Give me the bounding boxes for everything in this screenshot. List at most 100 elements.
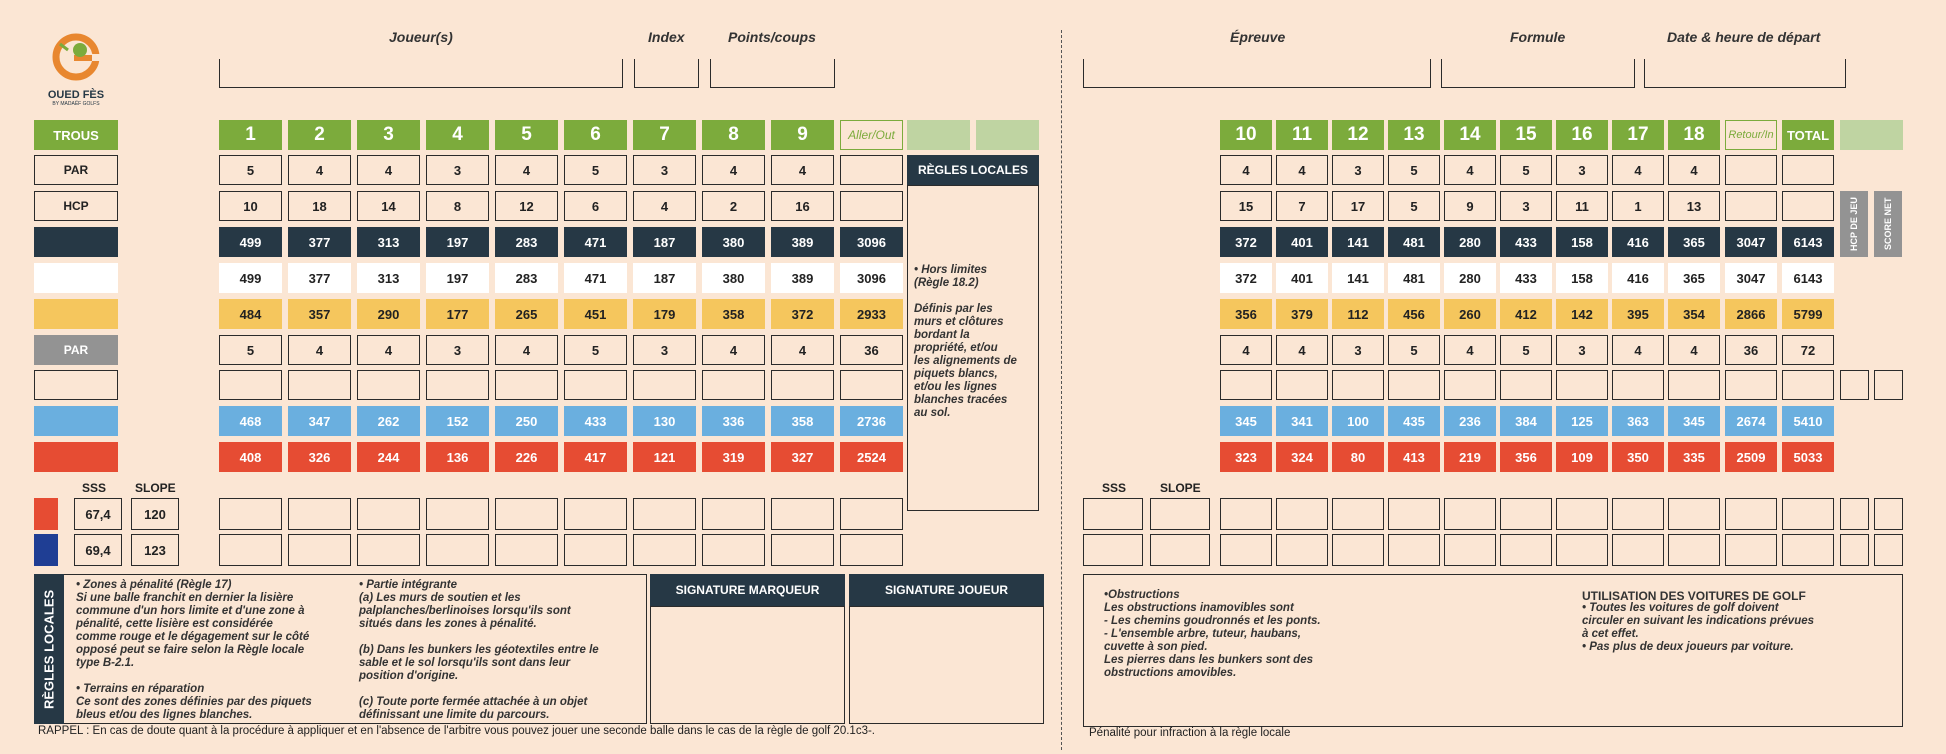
back-hcp-in[interactable]	[1725, 191, 1777, 221]
front-score-b-3[interactable]	[357, 534, 420, 566]
back-score-a-11[interactable]	[1782, 498, 1834, 530]
hcp-game-field[interactable]	[1840, 370, 1869, 400]
front-score-b-1[interactable]	[219, 534, 282, 566]
extra-score-a-2[interactable]	[1874, 498, 1903, 530]
net-score-field[interactable]	[1874, 370, 1903, 400]
front-score-a-4[interactable]	[426, 498, 489, 530]
back-score-a-8[interactable]	[1612, 498, 1664, 530]
front-blank-1[interactable]	[219, 370, 282, 400]
front-score-b-7[interactable]	[633, 534, 696, 566]
back-score-b-1[interactable]	[1220, 534, 1272, 566]
back-score-b-3[interactable]	[1332, 534, 1384, 566]
extra-score-b-2[interactable]	[1874, 534, 1903, 566]
front-hcp-out[interactable]	[840, 191, 903, 221]
back-blank-1[interactable]	[1220, 370, 1272, 400]
front-score-b-4[interactable]	[426, 534, 489, 566]
front-score-a-7[interactable]	[633, 498, 696, 530]
front-score-a-10[interactable]	[840, 498, 903, 530]
front-blank-10[interactable]	[840, 370, 903, 400]
slope-right-field-1[interactable]	[1150, 498, 1210, 530]
back-par-in[interactable]	[1725, 155, 1777, 185]
back-score-b-11[interactable]	[1782, 534, 1834, 566]
index-field[interactable]	[634, 59, 699, 88]
back-score-b-9[interactable]	[1668, 534, 1720, 566]
front-par2-9: 4	[771, 335, 834, 365]
front-blank-3[interactable]	[357, 370, 420, 400]
back-score-b-7[interactable]	[1556, 534, 1608, 566]
row-blank-label[interactable]	[34, 370, 118, 400]
back-score-a-6[interactable]	[1500, 498, 1552, 530]
back-blank-7[interactable]	[1556, 370, 1608, 400]
back-blank-5[interactable]	[1444, 370, 1496, 400]
back-score-a-9[interactable]	[1668, 498, 1720, 530]
back-score-b-6[interactable]	[1500, 534, 1552, 566]
hole-1-header: 1	[219, 120, 282, 150]
signature-marker-field[interactable]	[650, 606, 845, 724]
back-score-b-8[interactable]	[1612, 534, 1664, 566]
extra-score-b-1[interactable]	[1840, 534, 1869, 566]
back-red-14: 219	[1444, 442, 1496, 472]
hole-11-header: 11	[1276, 120, 1328, 150]
back-score-b-5[interactable]	[1444, 534, 1496, 566]
back-blank-9[interactable]	[1668, 370, 1720, 400]
back-score-a-1[interactable]	[1220, 498, 1272, 530]
back-blank-11[interactable]	[1782, 370, 1834, 400]
front-blank-8[interactable]	[702, 370, 765, 400]
back-blank-10[interactable]	[1725, 370, 1777, 400]
sss-right-field-2[interactable]	[1083, 534, 1143, 566]
back-score-a-10[interactable]	[1725, 498, 1777, 530]
back-par2-11: 4	[1276, 335, 1328, 365]
back-red-18: 335	[1668, 442, 1720, 472]
front-score-a-6[interactable]	[564, 498, 627, 530]
back-score-b-4[interactable]	[1388, 534, 1440, 566]
extra-score-a-1[interactable]	[1840, 498, 1869, 530]
back-hcp-total[interactable]	[1782, 191, 1834, 221]
front-red-out: 2524	[840, 442, 903, 472]
players-field[interactable]	[219, 59, 623, 88]
back-blank-3[interactable]	[1332, 370, 1384, 400]
points-field[interactable]	[710, 59, 835, 88]
front-blank-9[interactable]	[771, 370, 834, 400]
front-blank-4[interactable]	[426, 370, 489, 400]
front-score-b-9[interactable]	[771, 534, 834, 566]
front-score-b-8[interactable]	[702, 534, 765, 566]
hole-10-header: 10	[1220, 120, 1272, 150]
back-blank-6[interactable]	[1500, 370, 1552, 400]
back-score-a-4[interactable]	[1388, 498, 1440, 530]
slope-right-field-2[interactable]	[1150, 534, 1210, 566]
front-blank-2[interactable]	[288, 370, 351, 400]
back-blank-4[interactable]	[1388, 370, 1440, 400]
sss-right-field-1[interactable]	[1083, 498, 1143, 530]
formula-field[interactable]	[1441, 59, 1635, 88]
event-field[interactable]	[1083, 59, 1431, 88]
front-score-a-3[interactable]	[357, 498, 420, 530]
front-par-out[interactable]	[840, 155, 903, 185]
front-score-b-6[interactable]	[564, 534, 627, 566]
front-score-a-2[interactable]	[288, 498, 351, 530]
signature-player-title: SIGNATURE JOUEUR	[849, 574, 1044, 606]
back-score-a-3[interactable]	[1332, 498, 1384, 530]
date-field[interactable]	[1644, 59, 1846, 88]
back-red-10: 323	[1220, 442, 1272, 472]
front-score-a-8[interactable]	[702, 498, 765, 530]
front-score-a-9[interactable]	[771, 498, 834, 530]
front-blank-6[interactable]	[564, 370, 627, 400]
back-par-total[interactable]	[1782, 155, 1834, 185]
back-score-b-10[interactable]	[1725, 534, 1777, 566]
front-score-b-5[interactable]	[495, 534, 558, 566]
front-score-b-10[interactable]	[840, 534, 903, 566]
back-score-a-7[interactable]	[1556, 498, 1608, 530]
back-blank-8[interactable]	[1612, 370, 1664, 400]
back-score-a-5[interactable]	[1444, 498, 1496, 530]
back-blank-2[interactable]	[1276, 370, 1328, 400]
local-rules-text: • Hors limites (Règle 18.2) Définis par …	[914, 264, 1017, 419]
back-score-a-2[interactable]	[1276, 498, 1328, 530]
slope-red-value: 120	[131, 498, 179, 530]
front-score-b-2[interactable]	[288, 534, 351, 566]
front-blank-5[interactable]	[495, 370, 558, 400]
back-score-b-2[interactable]	[1276, 534, 1328, 566]
front-score-a-1[interactable]	[219, 498, 282, 530]
front-score-a-5[interactable]	[495, 498, 558, 530]
signature-player-field[interactable]	[849, 606, 1044, 724]
front-blank-7[interactable]	[633, 370, 696, 400]
